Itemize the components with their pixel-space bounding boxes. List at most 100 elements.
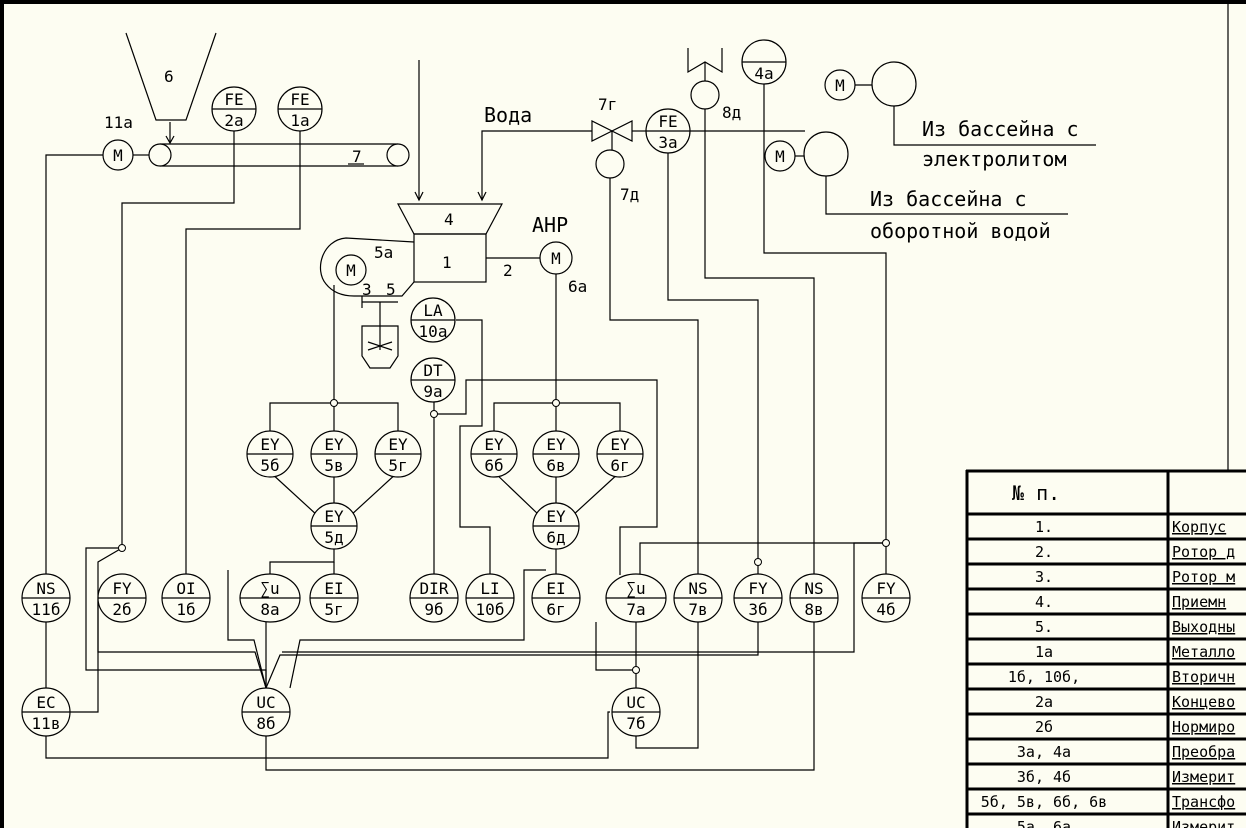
svg-text:EY: EY bbox=[324, 507, 344, 526]
signal-lines bbox=[45, 80, 887, 771]
label-5a: 5а bbox=[374, 243, 393, 262]
svg-text:8в: 8в bbox=[804, 600, 823, 619]
instrument-sum7a: ∑u7а bbox=[605, 573, 667, 623]
svg-text:4б: 4б bbox=[876, 600, 895, 619]
svg-text:11б: 11б bbox=[32, 600, 61, 619]
instrument-sum8a: ∑u8а bbox=[239, 573, 301, 623]
instrument-dir9b: DIR 9б bbox=[409, 573, 459, 623]
label-3: 3 bbox=[362, 280, 372, 299]
table-row-text: Приемн bbox=[1172, 593, 1226, 611]
label-7d: 7д bbox=[620, 185, 639, 204]
svg-text:FY: FY bbox=[112, 579, 132, 598]
svg-text:EI: EI bbox=[324, 579, 343, 598]
svg-text:EC: EC bbox=[36, 693, 55, 712]
table-row-num: 2б bbox=[1035, 718, 1053, 736]
table-row-num: 5а, 6а bbox=[1017, 818, 1071, 828]
svg-text:FY: FY bbox=[876, 579, 896, 598]
svg-text:LI: LI bbox=[480, 579, 499, 598]
svg-text:UC: UC bbox=[256, 693, 275, 712]
label-hopper-6: 6 bbox=[164, 67, 174, 86]
actuator-7d bbox=[595, 149, 625, 179]
label-5: 5 bbox=[386, 280, 396, 299]
pump-water bbox=[803, 131, 849, 177]
svg-text:EY: EY bbox=[610, 435, 630, 454]
instrument-ey6g: EY 6г bbox=[596, 430, 644, 478]
svg-text:7в: 7в bbox=[688, 600, 707, 619]
svg-text:6г: 6г bbox=[610, 456, 629, 475]
label-6a: 6а bbox=[568, 277, 587, 296]
svg-text:7а: 7а bbox=[626, 600, 645, 619]
instrument-uc7b: UC 7б bbox=[611, 687, 661, 737]
svg-text:EY: EY bbox=[546, 507, 566, 526]
svg-text:8б: 8б bbox=[256, 714, 275, 733]
table-row-text: Измерит bbox=[1172, 818, 1235, 828]
instrument-fy2b: FY 2б bbox=[97, 573, 147, 623]
table-row-text: Концево bbox=[1172, 693, 1235, 711]
svg-text:DIR: DIR bbox=[420, 579, 449, 598]
loop-5a bbox=[319, 237, 415, 297]
basin-water-line1: Из бассейна с bbox=[870, 187, 1027, 211]
basin-electrolyte-line2: электролитом bbox=[922, 147, 1067, 171]
instrument-oi1b: OI 1б bbox=[161, 573, 211, 623]
svg-text:EY: EY bbox=[260, 435, 280, 454]
table-row-text: Ротор д bbox=[1172, 543, 1235, 561]
svg-text:M: M bbox=[835, 76, 845, 95]
instrument-ns11b: NS 11б bbox=[21, 573, 71, 623]
svg-text:3б: 3б bbox=[748, 600, 767, 619]
table-row-text: Измерит bbox=[1172, 768, 1235, 786]
svg-text:3а: 3а bbox=[658, 133, 677, 152]
label-anr: АНР bbox=[532, 213, 568, 237]
basin-electrolyte-line1: Из бассейна с bbox=[922, 117, 1079, 141]
svg-text:8а: 8а bbox=[260, 600, 279, 619]
svg-text:4а: 4а bbox=[754, 64, 773, 83]
svg-text:9б: 9б bbox=[424, 600, 443, 619]
svg-text:UC: UC bbox=[626, 693, 645, 712]
svg-text:M: M bbox=[113, 146, 123, 165]
table-row-text: Корпус bbox=[1172, 518, 1226, 536]
svg-text:OI: OI bbox=[176, 579, 195, 598]
svg-text:5в: 5в bbox=[324, 456, 343, 475]
label-voda: Вода bbox=[484, 103, 532, 127]
svg-text:NS: NS bbox=[688, 579, 707, 598]
table-row-num: 5. bbox=[1035, 618, 1053, 636]
label-7g: 7г bbox=[598, 95, 617, 114]
svg-text:2б: 2б bbox=[112, 600, 131, 619]
svg-text:LA: LA bbox=[423, 301, 443, 320]
label-11a: 11а bbox=[104, 113, 133, 132]
svg-text:6д: 6д bbox=[546, 528, 565, 547]
table-row-num: 2. bbox=[1035, 543, 1053, 561]
table-row-text: Преобра bbox=[1172, 743, 1235, 761]
label-rotor-2: 2 bbox=[503, 261, 513, 280]
table-row-num: 1б, 10б, bbox=[1008, 668, 1080, 686]
svg-text:FY: FY bbox=[748, 579, 768, 598]
table-row-num: 3а, 4а bbox=[1017, 743, 1071, 761]
svg-text:NS: NS bbox=[36, 579, 55, 598]
svg-text:7б: 7б bbox=[626, 714, 645, 733]
mixer-tank bbox=[361, 325, 399, 369]
svg-text:M: M bbox=[346, 261, 356, 280]
svg-text:EY: EY bbox=[388, 435, 408, 454]
conveyor-7 bbox=[148, 143, 410, 167]
svg-text:1б: 1б bbox=[176, 600, 195, 619]
label-receiver-4: 4 bbox=[444, 210, 454, 229]
svg-text:2а: 2а bbox=[224, 111, 243, 130]
table-row-text: Вторичн bbox=[1172, 668, 1235, 686]
table-row-num: 3б, 4б bbox=[1017, 768, 1071, 786]
svg-text:EY: EY bbox=[546, 435, 566, 454]
table-row-text: Трансфо bbox=[1172, 793, 1235, 811]
table-row-text: Металло bbox=[1172, 643, 1235, 661]
